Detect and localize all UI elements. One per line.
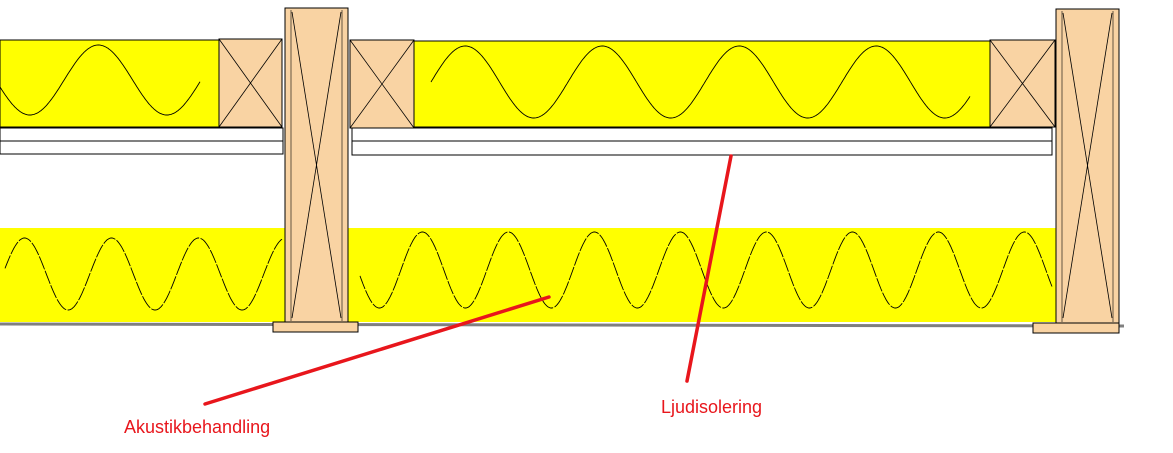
upper-wave-left (0, 44, 201, 116)
upper-insulation-right (413, 40, 992, 128)
upper-stud-block-1 (218, 38, 283, 128)
upper-wave-right (430, 45, 971, 119)
upper-insulation-layer (0, 39, 992, 128)
lower-insulation-layer (0, 228, 1058, 322)
floor-line (0, 322, 1125, 328)
board-right-a (351, 127, 1053, 142)
upper-stud-block-2 (349, 39, 415, 129)
upper-insulation-left (0, 39, 220, 128)
post-right-foot (1032, 322, 1120, 334)
sound-insulation-label: Ljudisolering (661, 397, 762, 417)
upper-stud-block-3 (989, 39, 1056, 128)
gypsum-boards (0, 127, 1053, 156)
insulation-wave-symbols (0, 44, 1053, 311)
lower-insulation-left (0, 228, 285, 322)
post-left (272, 7, 359, 333)
board-left-a (0, 127, 284, 142)
acoustic-treatment-label: Akustikbehandling (124, 417, 270, 437)
lower-wave-left (4, 237, 283, 311)
board-left-b (0, 140, 284, 155)
post-right (1032, 8, 1120, 334)
lower-wave-right (359, 231, 1053, 309)
acoustic-pointer-line (203, 295, 551, 406)
post-left-foot (272, 321, 359, 333)
insulation-pointer-line (685, 154, 733, 383)
board-right-b (351, 140, 1053, 156)
